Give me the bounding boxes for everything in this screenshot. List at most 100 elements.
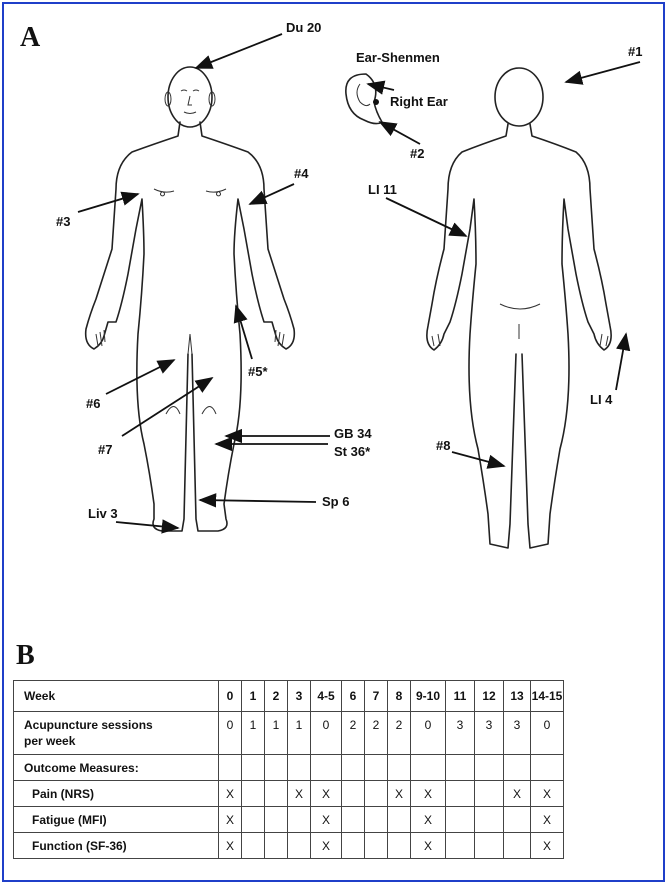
week-header-cell: 2 xyxy=(265,681,288,712)
measure-mark-cell: X xyxy=(411,833,446,859)
label-p8: #8 xyxy=(436,438,450,453)
measure-mark-cell: X xyxy=(388,781,411,807)
measure-mark-cell xyxy=(242,807,265,833)
week-header-cell: 13 xyxy=(504,681,531,712)
label-p7: #7 xyxy=(98,442,112,457)
label-p6: #6 xyxy=(86,396,100,411)
sessions-cell: 2 xyxy=(365,712,388,755)
measure-label: Function (SF-36) xyxy=(14,833,219,859)
panel-a-body-diagram: Du 20 #1 Ear-Shenmen Right Ear #2 #3 #4 … xyxy=(4,4,667,644)
measure-mark-cell: X xyxy=(531,781,564,807)
measure-label: Pain (NRS) xyxy=(14,781,219,807)
measure-mark-cell xyxy=(446,807,475,833)
sessions-cell: 1 xyxy=(288,712,311,755)
empty-cell xyxy=(311,755,342,781)
week-header-cell: 11 xyxy=(446,681,475,712)
measure-mark-cell xyxy=(265,807,288,833)
empty-cell xyxy=(242,755,265,781)
measure-mark-cell xyxy=(388,807,411,833)
label-liv3: Liv 3 xyxy=(88,506,118,521)
week-header-cell: 4-5 xyxy=(311,681,342,712)
week-header-cell: 6 xyxy=(342,681,365,712)
empty-cell xyxy=(411,755,446,781)
week-header-cell: 9-10 xyxy=(411,681,446,712)
measure-mark-cell: X xyxy=(411,807,446,833)
measure-mark-cell xyxy=(388,833,411,859)
ear-diagram xyxy=(346,74,382,124)
measure-mark-cell: X xyxy=(219,781,242,807)
sessions-cell: 3 xyxy=(504,712,531,755)
measure-mark-cell xyxy=(265,781,288,807)
empty-cell xyxy=(219,755,242,781)
sessions-cell: 0 xyxy=(219,712,242,755)
sessions-cell: 3 xyxy=(475,712,504,755)
label-right-ear: Right Ear xyxy=(390,94,448,109)
measure-mark-cell: X xyxy=(288,781,311,807)
sessions-label-line: Acupuncture sessions xyxy=(24,717,218,733)
measure-mark-cell: X xyxy=(219,833,242,859)
label-p5: #5* xyxy=(248,364,268,379)
measure-mark-cell: X xyxy=(531,807,564,833)
empty-cell xyxy=(365,755,388,781)
label-p4: #4 xyxy=(294,166,309,181)
measure-mark-cell xyxy=(242,833,265,859)
measure-mark-cell: X xyxy=(311,833,342,859)
week-header-cell: 3 xyxy=(288,681,311,712)
week-header-cell: 0 xyxy=(219,681,242,712)
measure-mark-cell xyxy=(342,833,365,859)
empty-cell xyxy=(531,755,564,781)
outcome-measures-label: Outcome Measures: xyxy=(14,755,219,781)
sessions-cell: 1 xyxy=(265,712,288,755)
measure-mark-cell xyxy=(446,781,475,807)
measure-mark-cell: X xyxy=(311,781,342,807)
label-p1: #1 xyxy=(628,44,642,59)
measure-mark-cell xyxy=(446,833,475,859)
week-header-cell: 14-15 xyxy=(531,681,564,712)
panel-b-label: B xyxy=(16,640,35,672)
sessions-label-line: per week xyxy=(24,733,218,749)
sessions-cell: 2 xyxy=(388,712,411,755)
label-ear-shenmen: Ear-Shenmen xyxy=(356,50,440,65)
measure-mark-cell: X xyxy=(219,807,242,833)
sessions-cell: 0 xyxy=(311,712,342,755)
sessions-cell: 0 xyxy=(531,712,564,755)
measure-mark-cell xyxy=(475,807,504,833)
empty-cell xyxy=(446,755,475,781)
sessions-cell: 3 xyxy=(446,712,475,755)
measure-label: Fatigue (MFI) xyxy=(14,807,219,833)
measure-mark-cell xyxy=(342,807,365,833)
measure-mark-cell xyxy=(242,781,265,807)
measure-mark-cell: X xyxy=(531,833,564,859)
measure-mark-cell xyxy=(342,781,365,807)
empty-cell xyxy=(288,755,311,781)
week-header-cell: 1 xyxy=(242,681,265,712)
measure-mark-cell xyxy=(365,781,388,807)
outcome-heading-row: Outcome Measures: xyxy=(14,755,564,781)
sessions-cell: 1 xyxy=(242,712,265,755)
empty-cell xyxy=(388,755,411,781)
measure-mark-cell xyxy=(265,833,288,859)
label-li4: LI 4 xyxy=(590,392,613,407)
label-gb34: GB 34 xyxy=(334,426,372,441)
week-header-cell: 7 xyxy=(365,681,388,712)
week-header-cell: 12 xyxy=(475,681,504,712)
measure-mark-cell xyxy=(504,833,531,859)
sessions-cell: 0 xyxy=(411,712,446,755)
measure-mark-cell xyxy=(504,807,531,833)
empty-cell xyxy=(265,755,288,781)
label-p3: #3 xyxy=(56,214,70,229)
front-body-figure xyxy=(86,67,295,531)
label-sp6: Sp 6 xyxy=(322,494,349,509)
label-st36: St 36* xyxy=(334,444,371,459)
label-du20: Du 20 xyxy=(286,20,321,35)
week-header-cell: 8 xyxy=(388,681,411,712)
empty-cell xyxy=(342,755,365,781)
sessions-cell: 2 xyxy=(342,712,365,755)
